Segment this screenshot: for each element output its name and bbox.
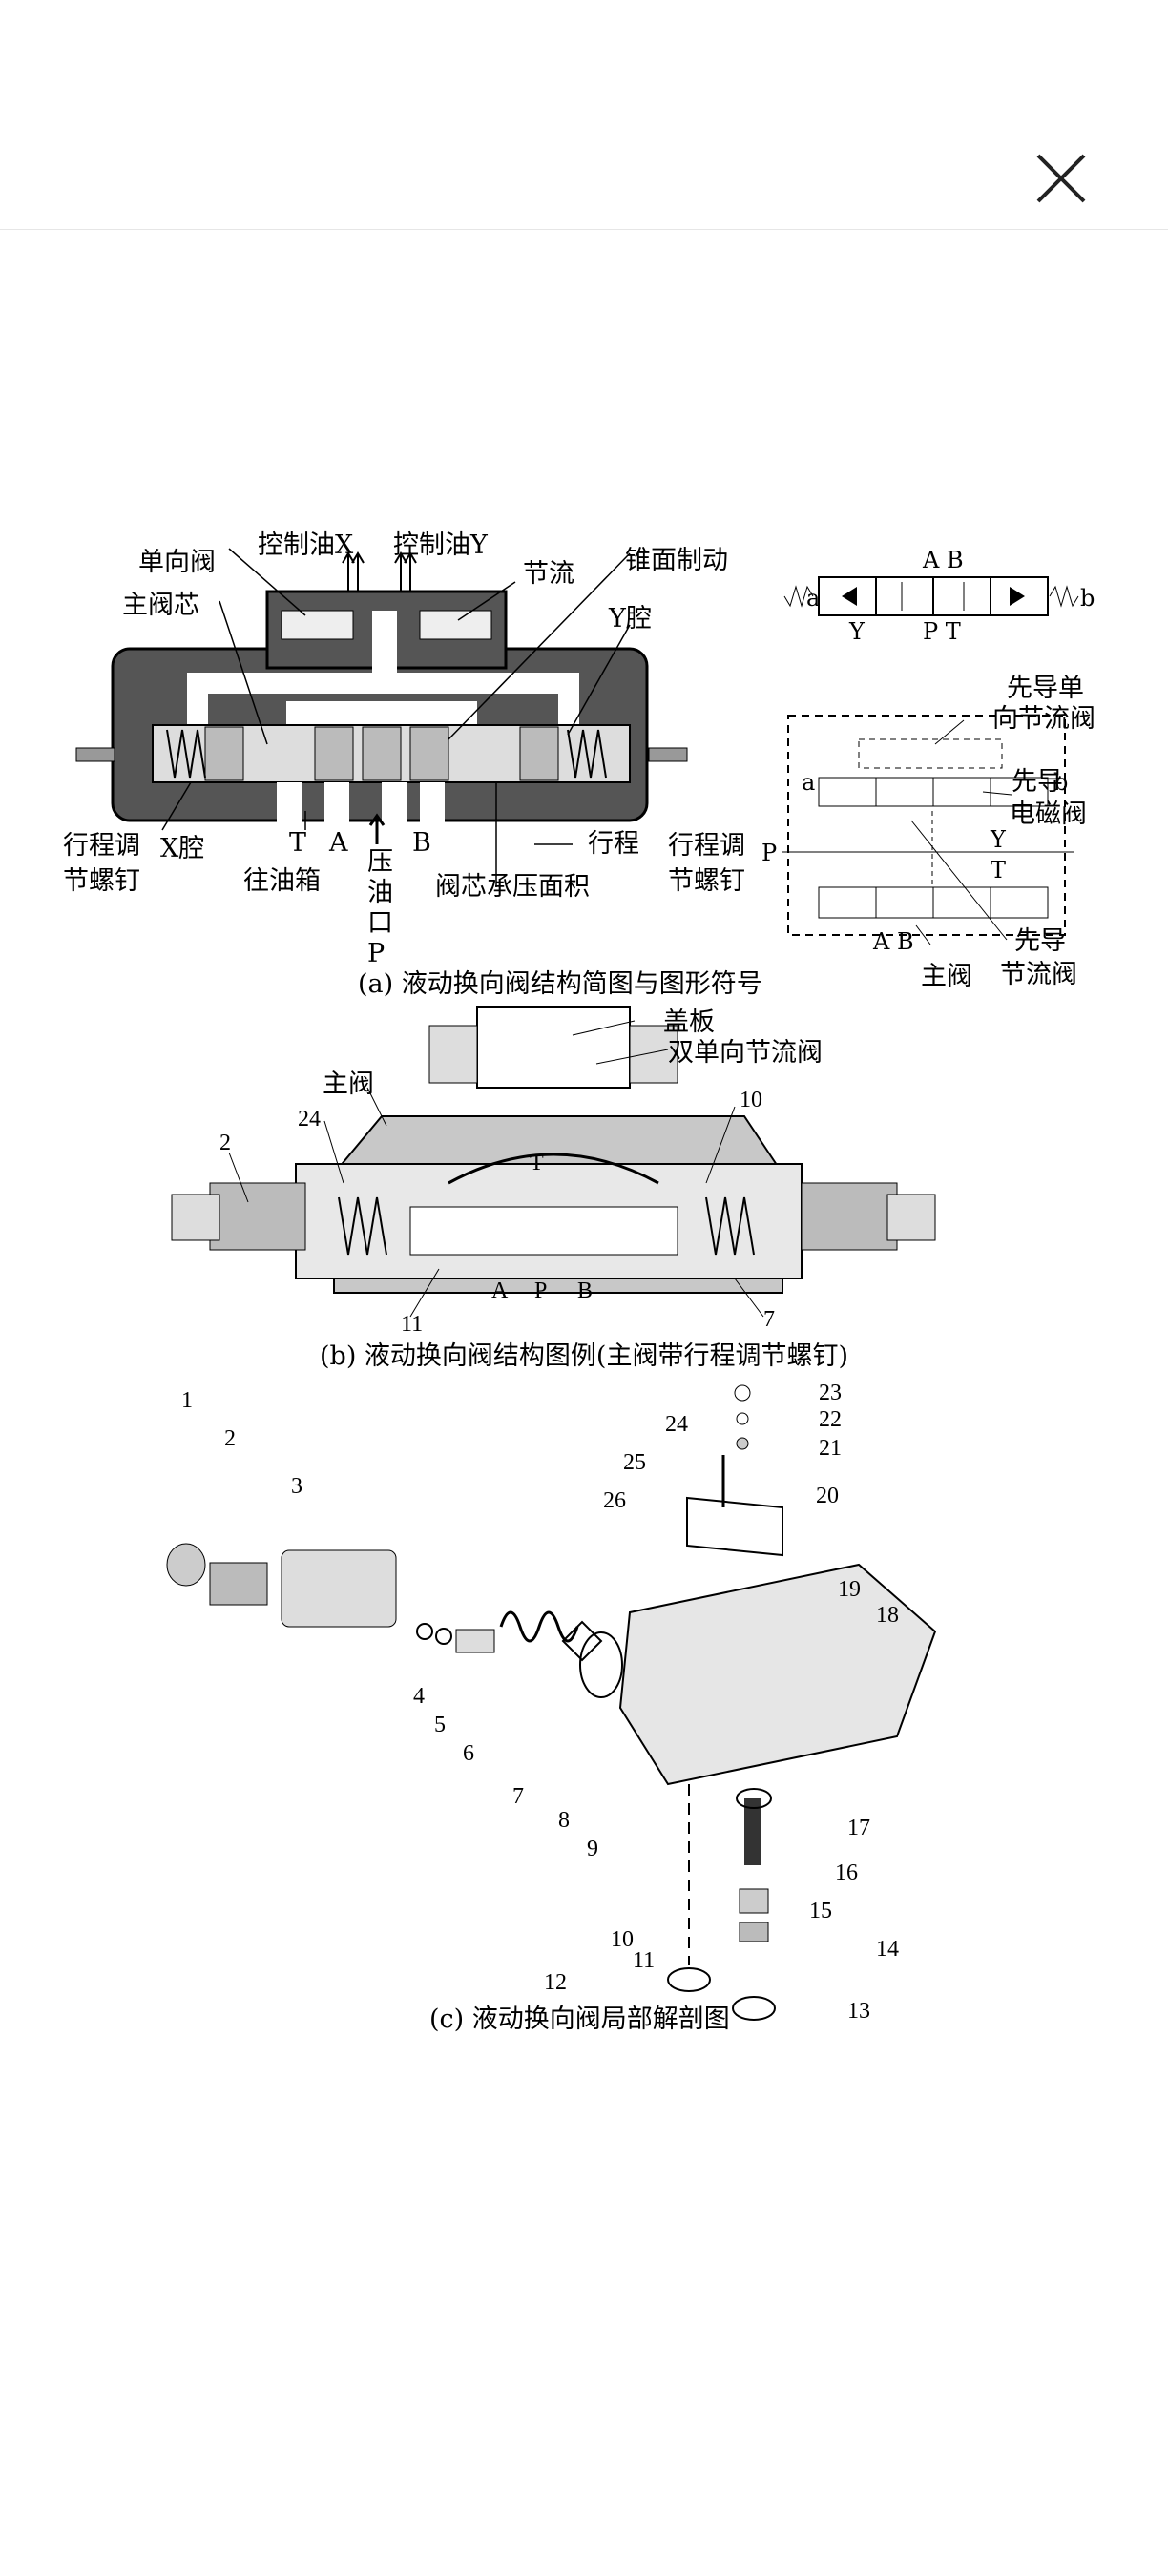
- c-num-5: 5: [434, 1713, 446, 1737]
- c-num-25: 25: [623, 1450, 646, 1475]
- label-spool-area: 阀芯承压面积: [435, 872, 590, 902]
- c-num-23: 23: [819, 1381, 842, 1405]
- b-label-cover: 盖板: [663, 1008, 715, 1037]
- c-num-15: 15: [809, 1899, 832, 1923]
- b-label-p: P: [534, 1278, 547, 1303]
- b-label-2: 2: [219, 1131, 231, 1155]
- b-label-7: 7: [763, 1307, 775, 1332]
- c-num-24: 24: [665, 1412, 688, 1437]
- label-throttle: 节流: [523, 559, 574, 589]
- symbol-y: Y: [848, 618, 866, 645]
- symbol-pilot-check-throttle-2: 向节流阀: [992, 704, 1095, 734]
- b-label-11: 11: [401, 1312, 423, 1337]
- symbol-ab: A B: [922, 547, 964, 573]
- label-control-oil-x: 控制油X: [258, 530, 354, 560]
- b-label-a: A: [491, 1278, 509, 1303]
- label-main-spool: 主阀芯: [122, 591, 199, 620]
- c-num-1: 1: [181, 1388, 193, 1413]
- close-icon: [1036, 154, 1086, 203]
- symbol-pilot-solenoid-2: 电磁阀: [1010, 800, 1087, 829]
- c-num-26: 26: [603, 1488, 626, 1513]
- c-num-12: 12: [544, 1970, 567, 1995]
- label-to-tank: 往油箱: [243, 866, 321, 896]
- valve-figure: 单向阀 控制油X 控制油Y 节流 锥面制动 主阀芯 Y腔 行程调 节螺钉 X腔 …: [0, 515, 1168, 2042]
- top-bar: [0, 0, 1168, 230]
- caption-a: (a) 液动换向阀结构简图与图形符号: [358, 969, 762, 999]
- label-check-valve: 单向阀: [138, 548, 216, 577]
- diagram-a: 单向阀 控制油X 控制油Y 节流 锥面制动 主阀芯 Y腔 行程调 节螺钉 X腔 …: [63, 530, 1095, 999]
- c-num-9: 9: [587, 1837, 598, 1861]
- c-num-19: 19: [838, 1577, 861, 1602]
- b-label-10: 10: [740, 1088, 762, 1112]
- label-b: B: [412, 828, 431, 858]
- label-y-chamber: Y腔: [608, 604, 652, 634]
- label-control-oil-y: 控制油Y: [393, 530, 489, 560]
- c-num-10: 10: [611, 1927, 634, 1952]
- symbol-t2: T: [991, 857, 1006, 883]
- label-a: A: [328, 828, 348, 858]
- caption-b: (b) 液动换向阀结构图例(主阀带行程调节螺钉): [320, 1341, 848, 1371]
- symbol-pilot-check-throttle-1: 先导单: [1007, 674, 1084, 703]
- c-num-18: 18: [876, 1603, 899, 1628]
- c-num-17: 17: [847, 1816, 870, 1840]
- label-stroke-screw-left-1: 行程调: [63, 831, 140, 861]
- label-t: T: [289, 828, 306, 858]
- c-num-16: 16: [835, 1860, 858, 1885]
- b-label-double-check-throttle: 双单向节流阀: [668, 1038, 823, 1068]
- c-num-6: 6: [463, 1741, 474, 1766]
- b-label-t: T: [530, 1151, 544, 1175]
- symbol-main-valve: 主阀: [921, 962, 972, 991]
- label-stroke: 行程: [588, 829, 639, 859]
- symbol-b2: b: [1053, 769, 1068, 796]
- c-num-11: 11: [633, 1948, 655, 1973]
- symbol-pilot-throttle-1: 先导: [1014, 926, 1066, 956]
- diagram-b: 盖板 双单向节流阀 主阀 24 2 10 T 11 A P B 7 (b) 液动…: [171, 1006, 936, 1371]
- label-cone-brake: 锥面制动: [625, 546, 728, 575]
- symbol-ab2: A B: [872, 928, 914, 955]
- caption-c: (c) 液动换向阀局部解剖图: [429, 2005, 730, 2034]
- c-num-7: 7: [512, 1784, 524, 1809]
- label-stroke-screw-right-1: 行程调: [668, 831, 745, 861]
- c-num-21: 21: [819, 1436, 842, 1461]
- label-x-chamber: X腔: [160, 834, 204, 863]
- symbol-a2: a: [802, 769, 815, 796]
- close-button[interactable]: [1021, 138, 1101, 218]
- figure-svg: 单向阀 控制油X 控制油Y 节流 锥面制动 主阀芯 Y腔 行程调 节螺钉 X腔 …: [63, 530, 1095, 2034]
- c-num-20: 20: [816, 1484, 839, 1508]
- c-num-22: 22: [819, 1407, 842, 1432]
- symbol-b: b: [1080, 585, 1095, 612]
- symbol-a: a: [806, 585, 820, 612]
- b-label-main-valve: 主阀: [323, 1070, 374, 1099]
- diagram-c: 1 2 3 4 5 6 7 8 9 10 11 12 13 14 15 16 1…: [166, 1381, 937, 2034]
- symbol-pt: P T: [923, 618, 961, 645]
- c-num-2: 2: [224, 1426, 236, 1451]
- c-num-4: 4: [413, 1684, 425, 1709]
- symbol-pilot-solenoid-1: 先导: [1012, 767, 1063, 797]
- valve-symbol: A B a b Y P T 先导单 向节流阀 先导 电磁阀 P: [761, 547, 1095, 991]
- b-label-b: B: [577, 1278, 593, 1303]
- symbol-y2: Y: [990, 826, 1007, 853]
- c-num-8: 8: [558, 1808, 570, 1833]
- c-num-14: 14: [876, 1937, 899, 1962]
- label-stroke-screw-left-2: 节螺钉: [63, 866, 140, 896]
- b-label-24: 24: [298, 1107, 321, 1132]
- c-num-3: 3: [291, 1474, 302, 1499]
- symbol-pilot-throttle-2: 节流阀: [1000, 960, 1077, 989]
- symbol-p: P: [761, 840, 777, 866]
- label-stroke-screw-right-2: 节螺钉: [668, 866, 745, 896]
- c-num-13: 13: [847, 1999, 870, 2024]
